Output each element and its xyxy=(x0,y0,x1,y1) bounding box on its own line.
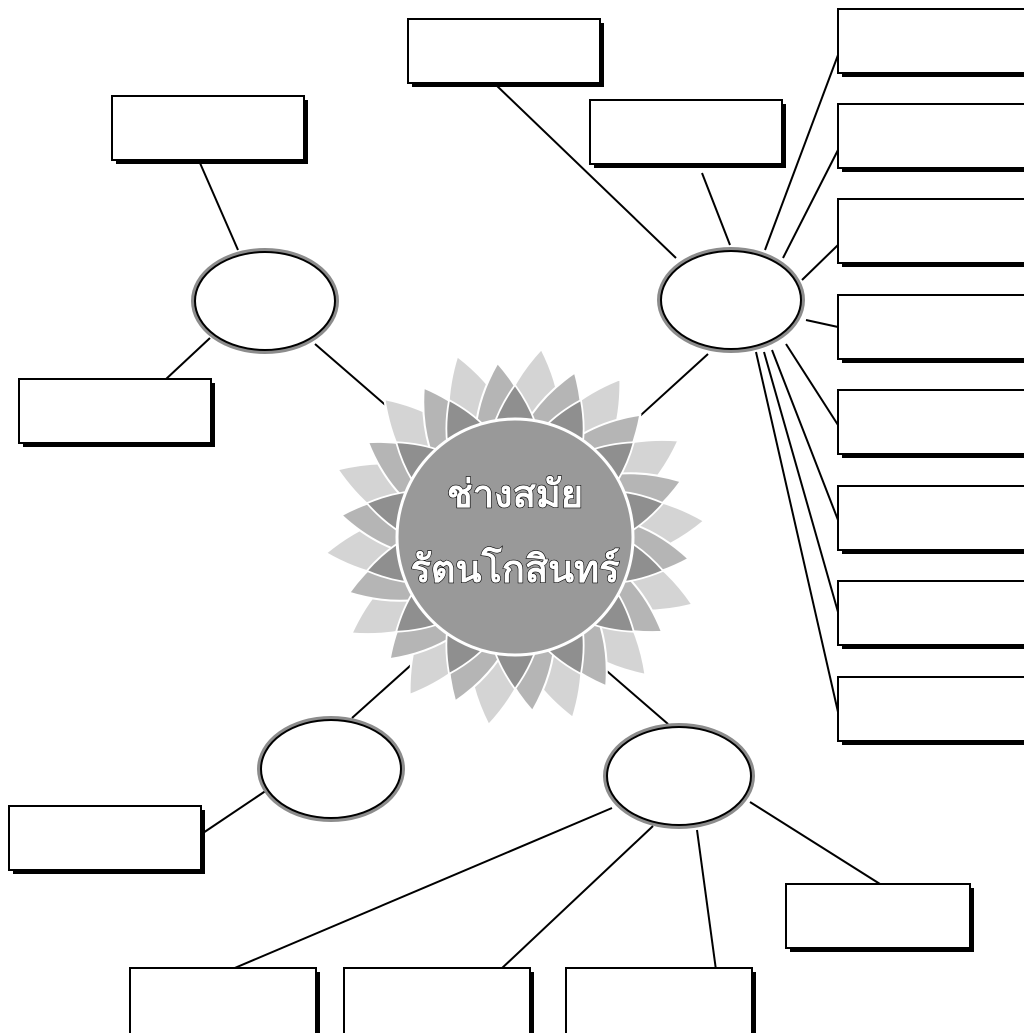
connector-line xyxy=(805,319,839,328)
connector-line xyxy=(696,829,717,971)
box-bottom-right xyxy=(785,883,974,952)
box-top-left-1 xyxy=(111,95,308,164)
center-topic: ช่างสมัย รัตนโกสินทร์ xyxy=(323,344,707,729)
box-frame xyxy=(837,676,1024,742)
box-top-left-2 xyxy=(18,378,215,447)
box-frame xyxy=(785,883,971,949)
connector-line xyxy=(785,343,839,426)
box-right-1 xyxy=(837,8,1024,77)
box-bottom-left xyxy=(8,805,205,874)
text-boxes xyxy=(8,8,1024,1033)
connector-line xyxy=(164,337,211,381)
node-top-left xyxy=(191,248,339,354)
box-frame xyxy=(837,485,1024,551)
sub-topic-nodes xyxy=(191,247,805,829)
node-ellipse xyxy=(606,726,752,826)
connector-line xyxy=(202,789,268,834)
box-frame xyxy=(129,967,317,1033)
box-frame xyxy=(837,8,1024,74)
box-right-5 xyxy=(837,389,1024,458)
box-frame xyxy=(589,99,783,165)
box-frame xyxy=(8,805,202,871)
connector-line xyxy=(755,351,839,713)
node-ellipse xyxy=(260,719,402,819)
node-ellipse xyxy=(194,251,336,351)
connector-line xyxy=(701,172,731,246)
box-frame xyxy=(837,294,1024,360)
box-right-4 xyxy=(837,294,1024,363)
box-top-right-1 xyxy=(407,18,604,87)
box-frame xyxy=(837,103,1024,169)
connector-line xyxy=(782,149,839,259)
box-frame xyxy=(837,389,1024,455)
node-bottom-center xyxy=(603,723,755,829)
connector-line xyxy=(199,162,239,251)
box-frame xyxy=(407,18,601,84)
box-frame xyxy=(343,967,531,1033)
box-frame xyxy=(111,95,305,161)
center-title-line1: ช่างสมัย xyxy=(447,472,583,516)
connector-line xyxy=(494,83,677,259)
connector-line xyxy=(771,349,839,521)
connector-line xyxy=(763,351,839,613)
connector-line xyxy=(801,244,839,281)
box-frame xyxy=(18,378,212,444)
connector-line xyxy=(749,801,881,885)
box-bottom-3 xyxy=(565,967,756,1033)
center-title-line2: รัตนโกสินทร์ xyxy=(410,546,620,591)
connector-line xyxy=(499,825,654,971)
box-right-3 xyxy=(837,198,1024,267)
connector-line xyxy=(764,54,839,251)
connector-line xyxy=(629,353,709,426)
box-top-right-2 xyxy=(589,99,786,168)
box-frame xyxy=(837,198,1024,264)
node-bottom-left xyxy=(257,716,405,822)
node-ellipse xyxy=(660,250,802,350)
connector-lines xyxy=(164,54,881,971)
box-bottom-1 xyxy=(129,967,320,1033)
box-frame xyxy=(565,967,753,1033)
box-right-2 xyxy=(837,103,1024,172)
center-circle xyxy=(395,417,635,657)
connector-line xyxy=(229,807,613,971)
node-top-right xyxy=(657,247,805,353)
box-right-8 xyxy=(837,676,1024,745)
box-frame xyxy=(837,580,1024,646)
box-right-7 xyxy=(837,580,1024,649)
box-bottom-2 xyxy=(343,967,534,1033)
box-right-6 xyxy=(837,485,1024,554)
